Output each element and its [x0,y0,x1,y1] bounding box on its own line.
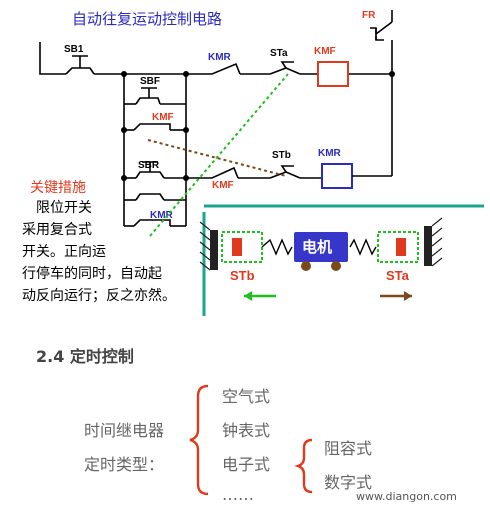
section-heading: 2.4 定时控制 [36,347,134,366]
right-arrow [380,291,412,301]
fr-contact [370,21,393,46]
sb1-button [65,55,95,75]
watermark: www.diangon.com [356,490,457,503]
type-item-3: 电子式 [222,455,270,474]
kmr-top-label: KMR [208,52,232,63]
type-item-2: 钟表式 [222,421,270,440]
motor-label: 电机 [302,238,332,256]
subtype-item-1: 阻容式 [324,439,372,458]
fr-label: FR [362,10,376,21]
note-line-1: 限位开关 [36,200,92,216]
sta-label: STa [270,48,288,59]
note-line-5: 动反向运行；反之亦然。 [22,287,176,304]
kmr-aux-label: KMR [150,210,174,221]
travel-mechanism [199,217,443,271]
relay-label: 时间继电器 [84,421,164,440]
stb-contact [269,165,301,179]
kmf-coil [317,61,349,87]
kmr-coil-label: KMR [318,148,342,159]
right-switch-label: STa [386,268,410,283]
note-line-2: 采用复合式 [22,221,92,238]
kmf-interlock [206,166,239,179]
sta-contact [269,61,301,75]
kmf-coil-label: KMF [314,46,336,57]
subtypes-brace [294,438,313,494]
note-heading: 关键措施 [30,180,86,196]
stb-label: STb [272,150,291,161]
note-line-4: 行停车的同时，自动起 [22,265,162,282]
kmf-interlock-label: KMF [212,180,234,191]
kmr-interlock-top [206,62,241,75]
sbf-button [135,87,161,105]
sbr-button [135,161,165,179]
left-switch-label: STb [230,268,255,283]
diagram-title: 自动往复运动控制电路 [72,10,222,28]
kmr-aux-contact [133,219,171,227]
wires [39,10,393,227]
kmf-aux-label: KMF [152,112,174,123]
type-item-1: 空气式 [222,387,270,406]
type-label: 定时类型： [84,455,164,474]
note-line-3: 开关。正向运 [22,244,106,260]
sb1-label: SB1 [64,44,84,55]
motor-cart [294,232,348,262]
subtype-item-2: 数字式 [324,473,372,492]
type-item-4: …… [222,485,254,504]
kmr-coil [321,163,353,189]
sbr-label: SBR [138,160,160,171]
sbf-label: SBF [140,76,160,87]
sta-link-line [149,73,289,237]
kmf-aux-contact [133,123,171,131]
mechanism-frame [202,204,484,316]
types-brace [189,384,209,496]
left-arrow [244,291,276,301]
